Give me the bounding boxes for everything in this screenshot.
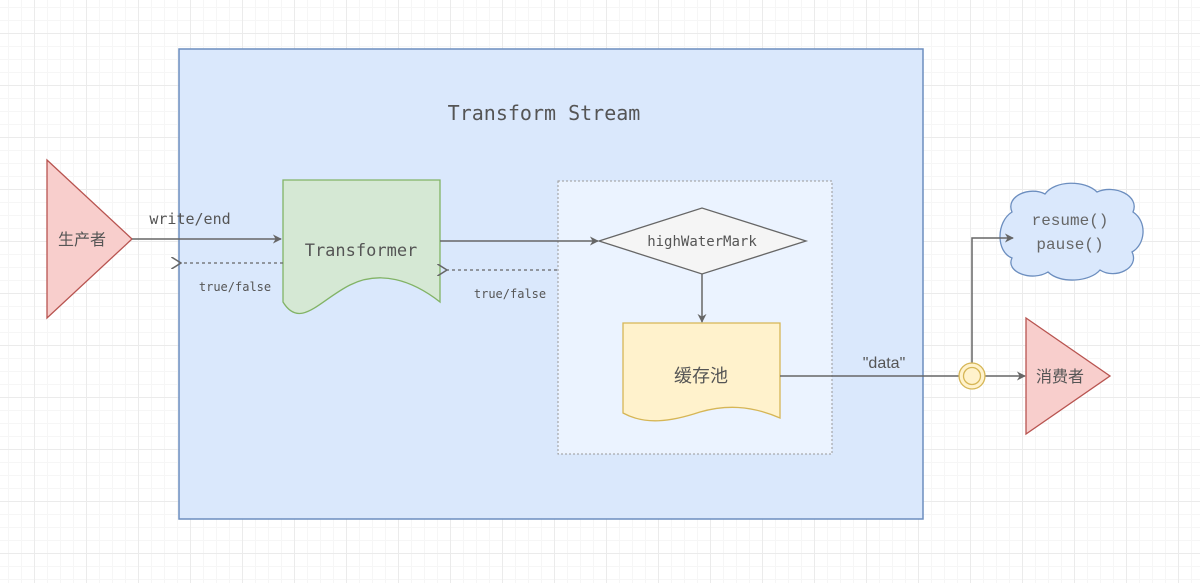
buffer-shape: [622, 322, 781, 422]
consumer-label: 消费者: [1036, 367, 1084, 386]
decision-label: highWaterMark: [647, 234, 757, 250]
return-producer-label: true/false: [199, 280, 271, 294]
edge-return-transformer[interactable]: true/false: [447, 270, 557, 301]
return-transformer-label: true/false: [474, 287, 546, 301]
resume-pause-cloud[interactable]: resume() pause(): [999, 182, 1144, 281]
edge-write-end[interactable]: write/end: [132, 210, 282, 244]
buffer-label: 缓存池: [674, 366, 728, 387]
decision-shape: [596, 207, 809, 275]
producer-node[interactable]: 生产者: [46, 158, 133, 320]
edge-return-producer[interactable]: true/false: [181, 263, 283, 294]
edge-junction-to-cloud[interactable]: [971, 233, 1014, 363]
consumer-node[interactable]: 消费者: [1025, 316, 1112, 436]
junction-cloud-arrow: [971, 233, 1014, 363]
cloud-line-resume: resume(): [1032, 212, 1109, 230]
cloud-shape: [999, 182, 1144, 281]
transformer-label: Transformer: [305, 241, 418, 261]
highwatermark-decision[interactable]: highWaterMark: [596, 207, 809, 275]
buffer-node[interactable]: 缓存池: [622, 322, 781, 422]
producer-label: 生产者: [58, 230, 106, 249]
container-title: Transform Stream: [448, 101, 641, 125]
write-end-label: write/end: [149, 210, 230, 228]
transformer-node[interactable]: Transformer: [282, 179, 441, 315]
junction-inner-circle: [962, 366, 982, 386]
cloud-line-pause: pause(): [1036, 236, 1103, 254]
producer-shape: [46, 158, 133, 320]
data-event-label: "data": [863, 355, 906, 372]
edge-data-event[interactable]: "data": [780, 355, 960, 377]
consumer-shape: [1025, 316, 1112, 436]
data-junction[interactable]: [958, 362, 986, 390]
transformer-shape: [282, 179, 441, 315]
